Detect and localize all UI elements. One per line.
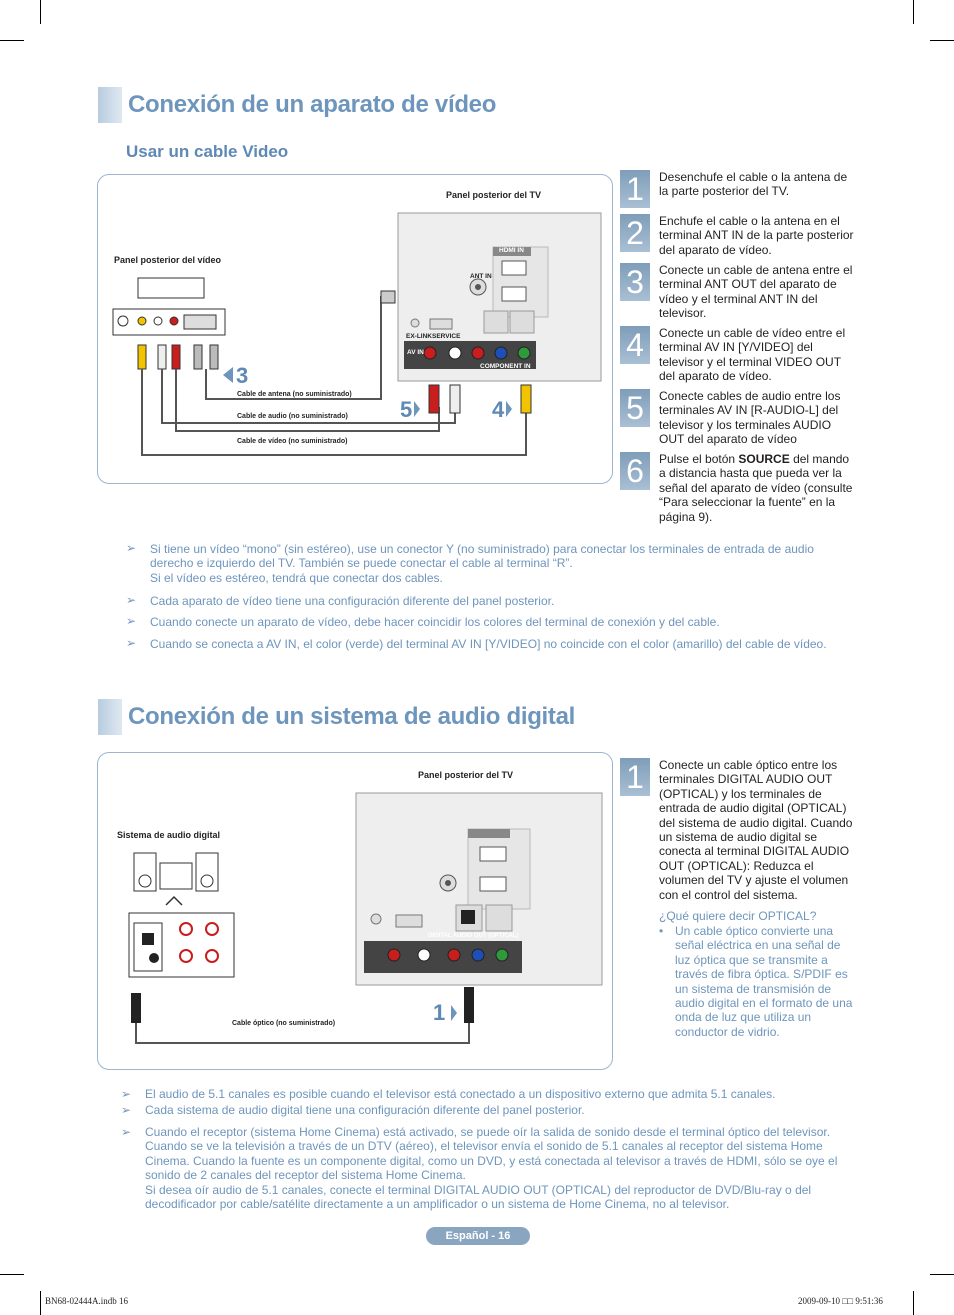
component-in-label: COMPONENT IN — [480, 363, 531, 370]
note-arrow-icon: ➢ — [126, 614, 137, 628]
step-text: Conecte un cable óptico entre los termin… — [659, 758, 853, 902]
tv-panel-label: Panel posterior del TV — [446, 190, 542, 200]
step-text: Conecte un cable de antena entre el term… — [659, 263, 853, 321]
video-panel-label: Panel posterior del vídeo — [114, 255, 222, 265]
step-number: 3 — [620, 263, 650, 301]
crop-mark — [40, 1291, 41, 1315]
note-text: Si tiene un vídeo “mono” (sin estéreo), … — [150, 542, 814, 585]
section-subtitle: Usar un cable Video — [126, 142, 289, 161]
diagram-graphics — [112, 212, 602, 456]
digital-audio-out-label: DIGITAL AUDIO OUT (OPTICAL) — [428, 933, 519, 939]
footer-right: 2009-09-10 □□ 9:51:36 — [798, 1296, 883, 1306]
note-arrow-icon: ➢ — [121, 1125, 132, 1139]
hdmi-in-label: HDMI IN — [499, 247, 524, 254]
antenna-cable-label: Cable de antena (no suministrado) — [237, 391, 352, 398]
video-cable-label: Cable de vídeo (no suministrado) — [237, 438, 348, 445]
step-text: Conecte cables de audio entre los termin… — [659, 389, 841, 447]
source-button-name: SOURCE — [738, 452, 790, 466]
title-bar — [98, 87, 122, 123]
footer-left: BN68-02444A.indb 16 — [45, 1296, 128, 1306]
tv-panel-label: Panel posterior del TV — [418, 770, 514, 780]
audio-connection-diagram: Panel posterior del TV Sistema de audio … — [97, 752, 613, 1070]
title-bar — [98, 699, 122, 735]
note-text: Cada sistema de audio digital tiene una … — [145, 1103, 585, 1117]
crop-mark — [40, 0, 41, 24]
av-in-label: AV IN — [407, 349, 424, 356]
note-text: Cada aparato de vídeo tiene una configur… — [150, 594, 555, 608]
section-title-text: Conexión de un sistema de audio digital — [128, 703, 576, 730]
step-number: 1 — [620, 170, 650, 208]
crop-mark — [0, 1274, 24, 1275]
optical-cable-label: Cable óptico (no suministrado) — [232, 1020, 336, 1027]
callout-3: 3 — [236, 363, 249, 388]
optical-explanation: Un cable óptico convierte una señal eléc… — [675, 924, 853, 1039]
step-text: Desenchufe el cable o la antena de la pa… — [659, 170, 848, 199]
callout-4: 4 — [492, 397, 505, 422]
note-arrow-icon: ➢ — [126, 593, 137, 607]
audio-system-label: Sistema de audio digital — [117, 830, 221, 840]
crop-mark — [930, 40, 954, 41]
crop-mark — [0, 40, 24, 41]
crop-mark — [913, 0, 914, 24]
page-number-badge: Español - 16 — [426, 1227, 530, 1245]
note-arrow-icon: ➢ — [121, 1103, 132, 1117]
note-text: Cuando conecte un aparato de vídeo, debe… — [150, 615, 720, 629]
step-text-part: del mando a distancia hasta que pueda ve… — [659, 452, 853, 524]
video-connection-diagram: Panel posterior del TV Panel posterior d… — [97, 174, 613, 484]
bullet-icon: • — [659, 924, 664, 938]
note-arrow-icon: ➢ — [126, 636, 137, 650]
optical-question: ¿Qué quiere decir OPTICAL? — [659, 909, 817, 923]
step-number: 6 — [620, 452, 650, 490]
step-number: 1 — [620, 758, 650, 796]
callout-1: 1 — [433, 1000, 446, 1025]
section-title: Conexión de un sistema de audio digital — [98, 699, 575, 735]
audio-cable-label: Cable de audio (no suministrado) — [237, 413, 348, 420]
crop-mark — [930, 1274, 954, 1275]
note-arrow-icon: ➢ — [126, 541, 137, 555]
section-title: Conexión de un aparato de vídeo — [98, 87, 496, 123]
step-text-part: Pulse el botón — [659, 452, 739, 466]
crop-mark — [913, 1291, 914, 1315]
service-label: SERVICE — [432, 333, 461, 340]
callout-5: 5 — [400, 397, 413, 422]
step-number: 4 — [620, 326, 650, 364]
section-title-text: Conexión de un aparato de vídeo — [128, 91, 497, 118]
diagram-graphics — [128, 792, 603, 1044]
step-number: 5 — [620, 389, 650, 427]
note-text: Cuando se conecta a AV IN, el color (ver… — [150, 637, 827, 651]
note-arrow-icon: ➢ — [121, 1087, 132, 1101]
step-text: Pulse el botón SOURCE del mando a distan… — [659, 452, 859, 524]
step-number: 2 — [620, 214, 650, 252]
ex-link-label: EX-LINK — [406, 333, 432, 340]
step-text: Conecte un cable de vídeo entre el termi… — [659, 326, 846, 384]
ant-in-label: ANT IN — [470, 273, 492, 280]
note-text: Cuando el receptor (sistema Home Cinema)… — [145, 1125, 838, 1212]
step-text: Enchufe el cable o la antena en el termi… — [659, 214, 854, 257]
note-text: El audio de 5.1 canales es posible cuand… — [145, 1087, 776, 1101]
